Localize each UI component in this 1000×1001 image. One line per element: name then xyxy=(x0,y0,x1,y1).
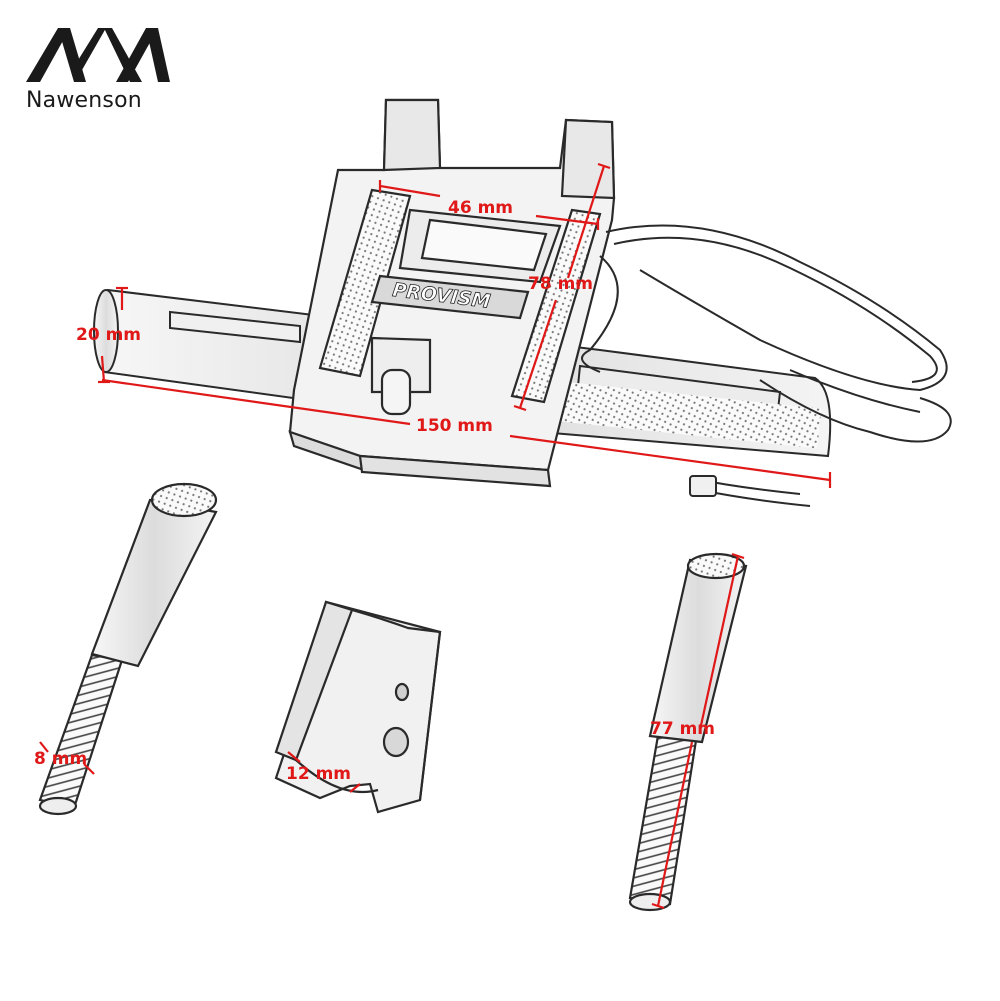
clamp-inner-dimension-label: 12 mm xyxy=(286,764,352,784)
bar-diameter-dimension-label: 20 mm xyxy=(76,325,142,345)
width-dimension-label: 46 mm xyxy=(448,198,514,218)
bolt-length-dimension-label: 77 mm xyxy=(650,719,716,739)
clamp-sleeve xyxy=(274,600,442,814)
brand-name: Nawenson xyxy=(26,88,142,113)
bar-length-dimension-label: 150 mm xyxy=(416,416,493,436)
usb-cable xyxy=(581,224,952,507)
height-dimension-label: 78 mm xyxy=(528,274,594,294)
dimension-lines xyxy=(39,162,832,910)
phone-holder: PROVISM xyxy=(288,98,616,488)
right-mounting-bolt xyxy=(628,552,748,912)
bolt-thread-dimension-label: 8 mm xyxy=(34,749,88,769)
brand-logo xyxy=(26,28,170,82)
left-mounting-bolt xyxy=(38,482,218,816)
